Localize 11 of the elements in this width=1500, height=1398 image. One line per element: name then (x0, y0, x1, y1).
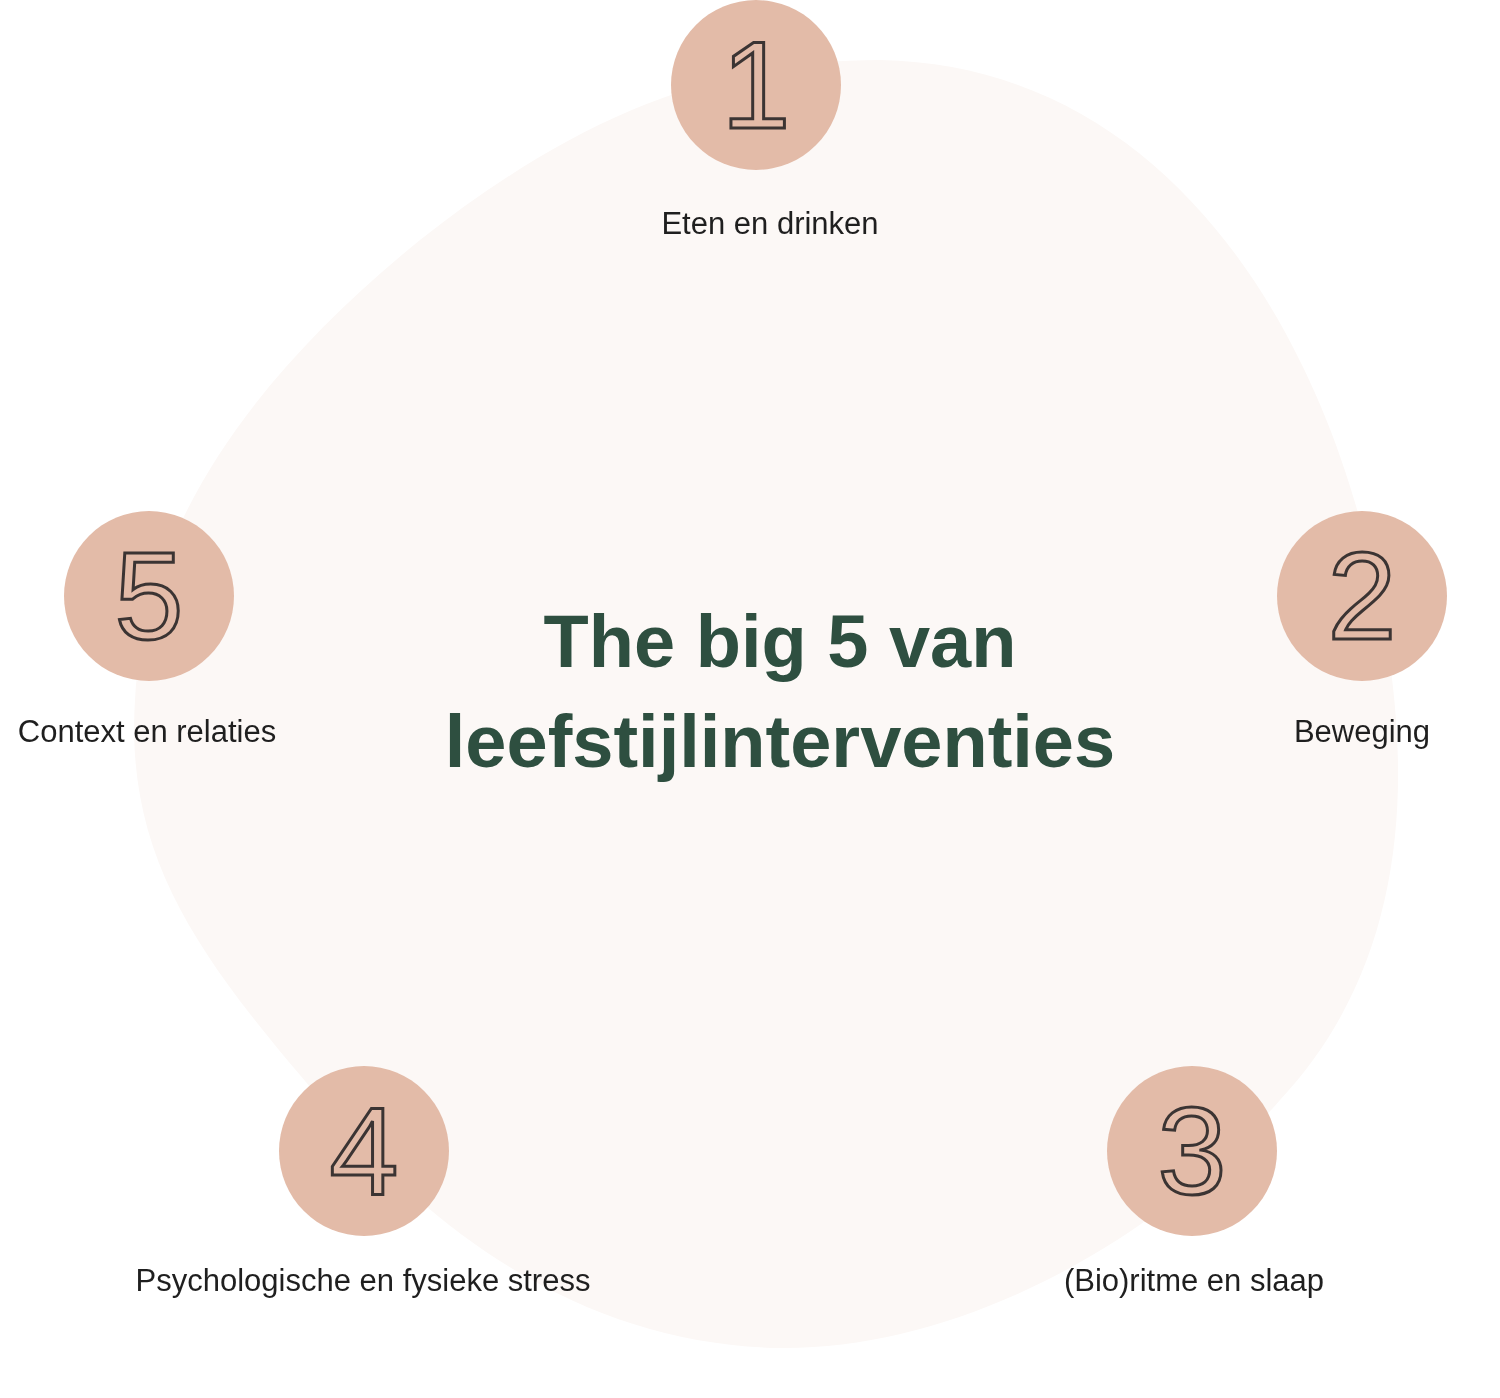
category-label: Eten en drinken (661, 205, 879, 243)
category-label: Beweging (1293, 713, 1431, 751)
outlined-number: 2 (1327, 534, 1397, 658)
category-label: Psychologische en fysieke stress (135, 1262, 591, 1300)
outlined-number: 4 (329, 1089, 399, 1213)
diagram-title: The big 5 van leefstijlinterventies (443, 599, 1117, 785)
outlined-number: 5 (114, 534, 184, 658)
category-label: Context en relaties (17, 713, 277, 751)
outlined-number: 1 (721, 23, 791, 147)
outlined-number: 3 (1157, 1089, 1227, 1213)
category-label: (Bio)ritme en slaap (1063, 1262, 1325, 1300)
